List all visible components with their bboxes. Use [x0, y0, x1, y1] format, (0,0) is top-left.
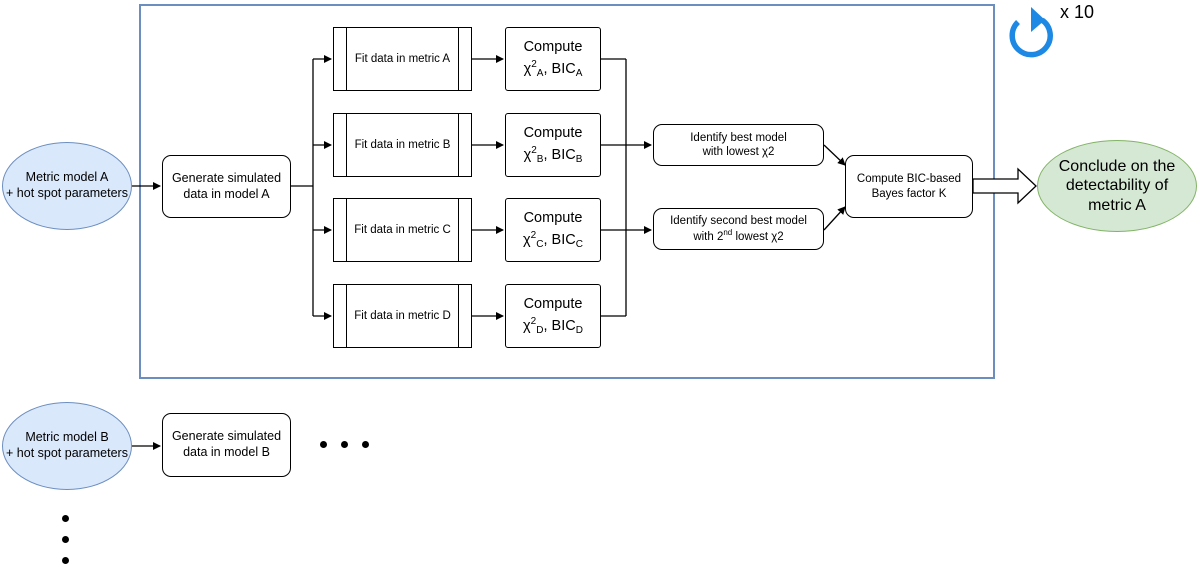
fit-d-label: Fit data in metric D — [354, 309, 451, 322]
generate-a-line1: Generate simulated — [171, 170, 282, 185]
fit-metric-b: Fit data in metric B — [333, 113, 472, 177]
input-a-line1: Metric model A — [25, 170, 109, 185]
input-metric-model-a: Metric model A + hot spot parameters — [2, 142, 132, 230]
ellipsis-dot-h2 — [341, 441, 348, 448]
identify-best-model: Identify best model with lowest χ2 — [653, 124, 824, 166]
generate-data-model-a: Generate simulated data in model A — [162, 155, 291, 218]
generate-data-model-b: Generate simulated data in model B — [162, 413, 291, 477]
compute-c-title: Compute — [523, 209, 583, 226]
fit-metric-c: Fit data in metric C — [333, 198, 472, 262]
ellipsis-dot-v1 — [62, 515, 69, 522]
compute-a-formula: χ2A, BICA — [523, 58, 583, 79]
generate-b-line1: Generate simulated — [171, 429, 282, 444]
compute-chi2-bic-c: Compute χ2C, BICC — [505, 198, 601, 262]
conclusion-detectability: Conclude on the detectability of metric … — [1037, 140, 1197, 232]
compute-chi2-bic-d: Compute χ2D, BICD — [505, 284, 601, 348]
ellipsis-dot-v3 — [62, 557, 69, 564]
identify-second-best-model: Identify second best model with 2nd lowe… — [653, 208, 824, 250]
compute-chi2-bic-b: Compute χ2B, BICB — [505, 113, 601, 177]
input-a-line2: + hot spot parameters — [6, 186, 128, 200]
compute-b-formula: χ2B, BICB — [523, 144, 583, 165]
fit-metric-d: Fit data in metric D — [333, 284, 472, 348]
identify-second-line2: with 2nd lowest χ2 — [693, 228, 784, 243]
arrow-best-to-bayes — [823, 144, 846, 166]
ellipsis-dot-v2 — [62, 536, 69, 543]
identify-best-line2: with lowest χ2 — [702, 146, 775, 158]
compute-bayes-factor: Compute BIC-based Bayes factor K — [845, 155, 973, 218]
ellipsis-dot-h1 — [320, 441, 327, 448]
identify-second-line1: Identify second best model — [670, 214, 807, 227]
generate-b-line2: data in model B — [183, 445, 270, 459]
compute-d-title: Compute — [523, 295, 583, 312]
block-arrow-conclude — [972, 167, 1037, 205]
conclusion-line3: metric A — [1088, 196, 1146, 214]
input-b-line2: + hot spot parameters — [6, 446, 128, 460]
compute-b-title: Compute — [523, 124, 583, 141]
generate-a-line2: data in model A — [183, 186, 270, 201]
fit-metric-a: Fit data in metric A — [333, 27, 472, 91]
fit-c-label: Fit data in metric C — [354, 223, 451, 236]
repeat-count-label: x 10 — [1060, 2, 1095, 22]
input-b-line1: Metric model B — [25, 430, 109, 445]
repeat-icon — [1009, 7, 1053, 58]
fit-b-label: Fit data in metric B — [354, 138, 451, 151]
conclusion-line1: Conclude on the — [1058, 158, 1176, 176]
compute-a-title: Compute — [523, 38, 583, 55]
compute-d-formula: χ2D, BICD — [523, 315, 583, 336]
arrow-second-to-bayes — [823, 206, 846, 231]
bayes-line1: Compute BIC-based — [856, 173, 962, 186]
input-metric-model-b: Metric model B + hot spot parameters — [2, 402, 132, 490]
ellipsis-dot-h3 — [362, 441, 369, 448]
identify-best-line1: Identify best model — [690, 131, 787, 144]
compute-chi2-bic-a: Compute χ2A, BICA — [505, 27, 601, 91]
bayes-line2: Bayes factor K — [871, 187, 947, 200]
conclusion-line2: detectability of — [1065, 177, 1169, 195]
fit-a-label: Fit data in metric A — [354, 52, 451, 65]
compute-c-formula: χ2C, BICC — [523, 229, 583, 250]
